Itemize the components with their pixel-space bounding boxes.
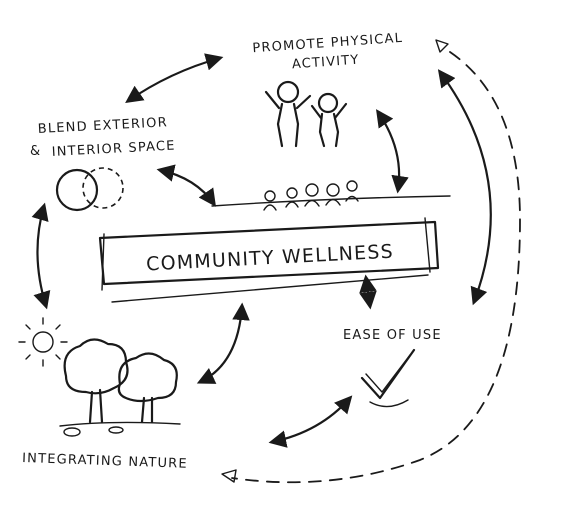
arrow-banner-to-ease: [359, 274, 377, 310]
blend-label-line2: INTERIOR SPACE: [51, 139, 176, 160]
node-promote-physical-activity: PROMOTE PHYSICAL ACTIVITY: [252, 31, 404, 148]
nature-label: INTEGRATING NATURE: [22, 451, 188, 472]
overlapping-circles-icon: [55, 167, 124, 212]
arrow-blend-to-banner: [156, 164, 217, 207]
activity-label-line1: PROMOTE PHYSICAL: [252, 31, 404, 56]
crowd-heads-icon: [263, 180, 359, 211]
loop-end-triangle: [221, 469, 237, 483]
connection-arrows: [31, 53, 492, 448]
center-label: COMMUNITY WELLNESS: [146, 241, 395, 276]
community-wellness-banner: COMMUNITY WELLNESS: [98, 195, 451, 303]
arrow-activity-to-banner: [376, 109, 409, 194]
node-ease-of-use: EASE OF USE: [343, 328, 442, 408]
arrow-activity-to-ease: [437, 69, 492, 306]
people-cheering-icon: [264, 80, 348, 148]
loop-start-triangle: [435, 39, 449, 53]
dashed-loop-arrow: [221, 39, 521, 484]
activity-label-line2: ACTIVITY: [291, 53, 360, 73]
ease-label: EASE OF USE: [343, 328, 442, 343]
ampersand-mark: &: [30, 144, 41, 159]
trees-and-sun-icon: [18, 317, 181, 437]
arrow-nature-to-banner: [196, 302, 250, 384]
blend-label-line1: BLEND EXTERIOR: [37, 115, 168, 137]
arrow-blend-to-nature: [31, 202, 51, 310]
arrow-nature-to-ease: [268, 395, 353, 448]
arrow-blend-to-activity: [125, 53, 224, 103]
node-blend-exterior-interior: BLEND EXTERIOR & INTERIOR SPACE: [30, 115, 176, 212]
node-integrating-nature: INTEGRATING NATURE: [18, 317, 188, 472]
checkmark-icon: [360, 348, 416, 408]
